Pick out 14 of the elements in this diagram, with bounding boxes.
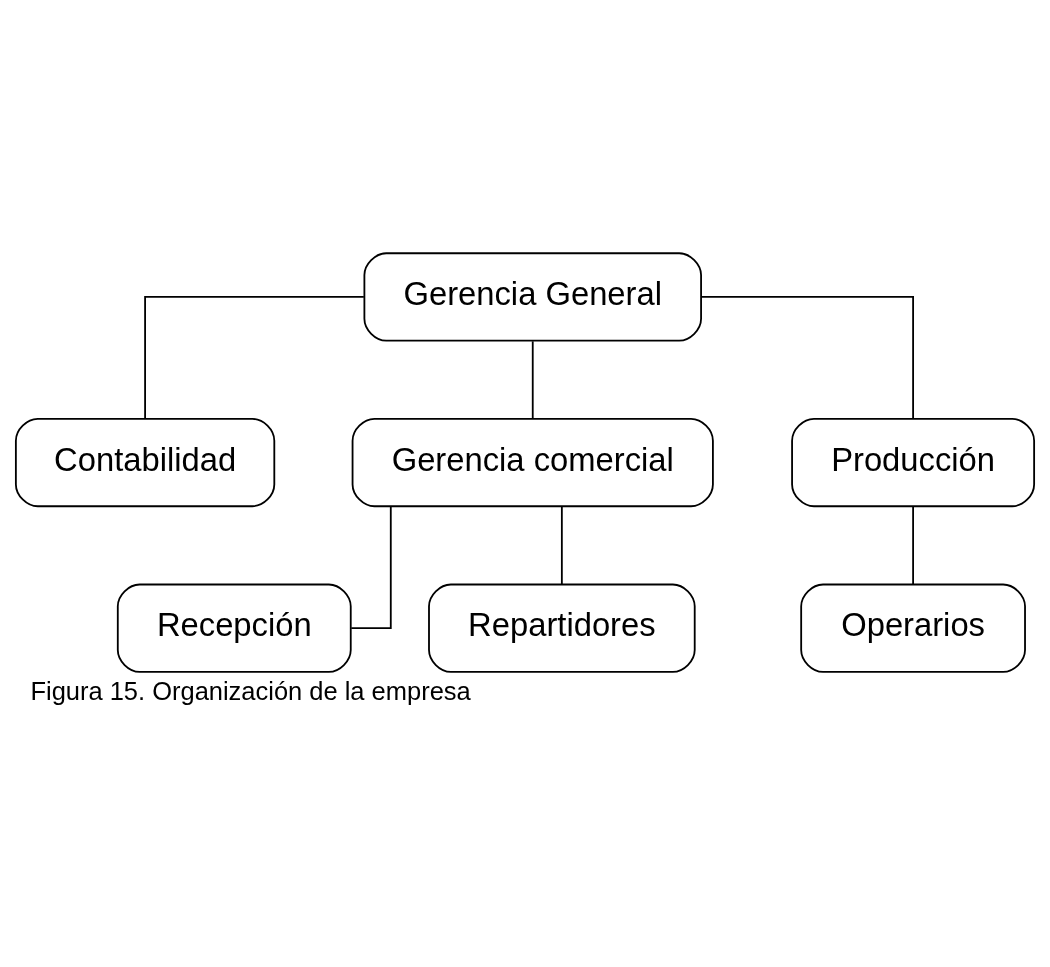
connector <box>144 296 365 420</box>
node-box: Producción <box>791 417 1036 508</box>
connector <box>700 296 914 420</box>
connector <box>350 506 392 630</box>
caption: Figura 15. Organización de la empresa <box>30 676 471 705</box>
node-box: Gerencia General <box>363 252 702 342</box>
connector <box>560 506 563 586</box>
node-box: Recepción <box>116 583 352 673</box>
node-box: Operarios <box>800 583 1026 673</box>
node-box: Repartidores <box>428 583 696 673</box>
node-box: Gerencia comercial <box>351 417 714 508</box>
connector <box>531 340 534 420</box>
connector <box>912 506 914 586</box>
node-box: Contabilidad <box>14 417 276 508</box>
